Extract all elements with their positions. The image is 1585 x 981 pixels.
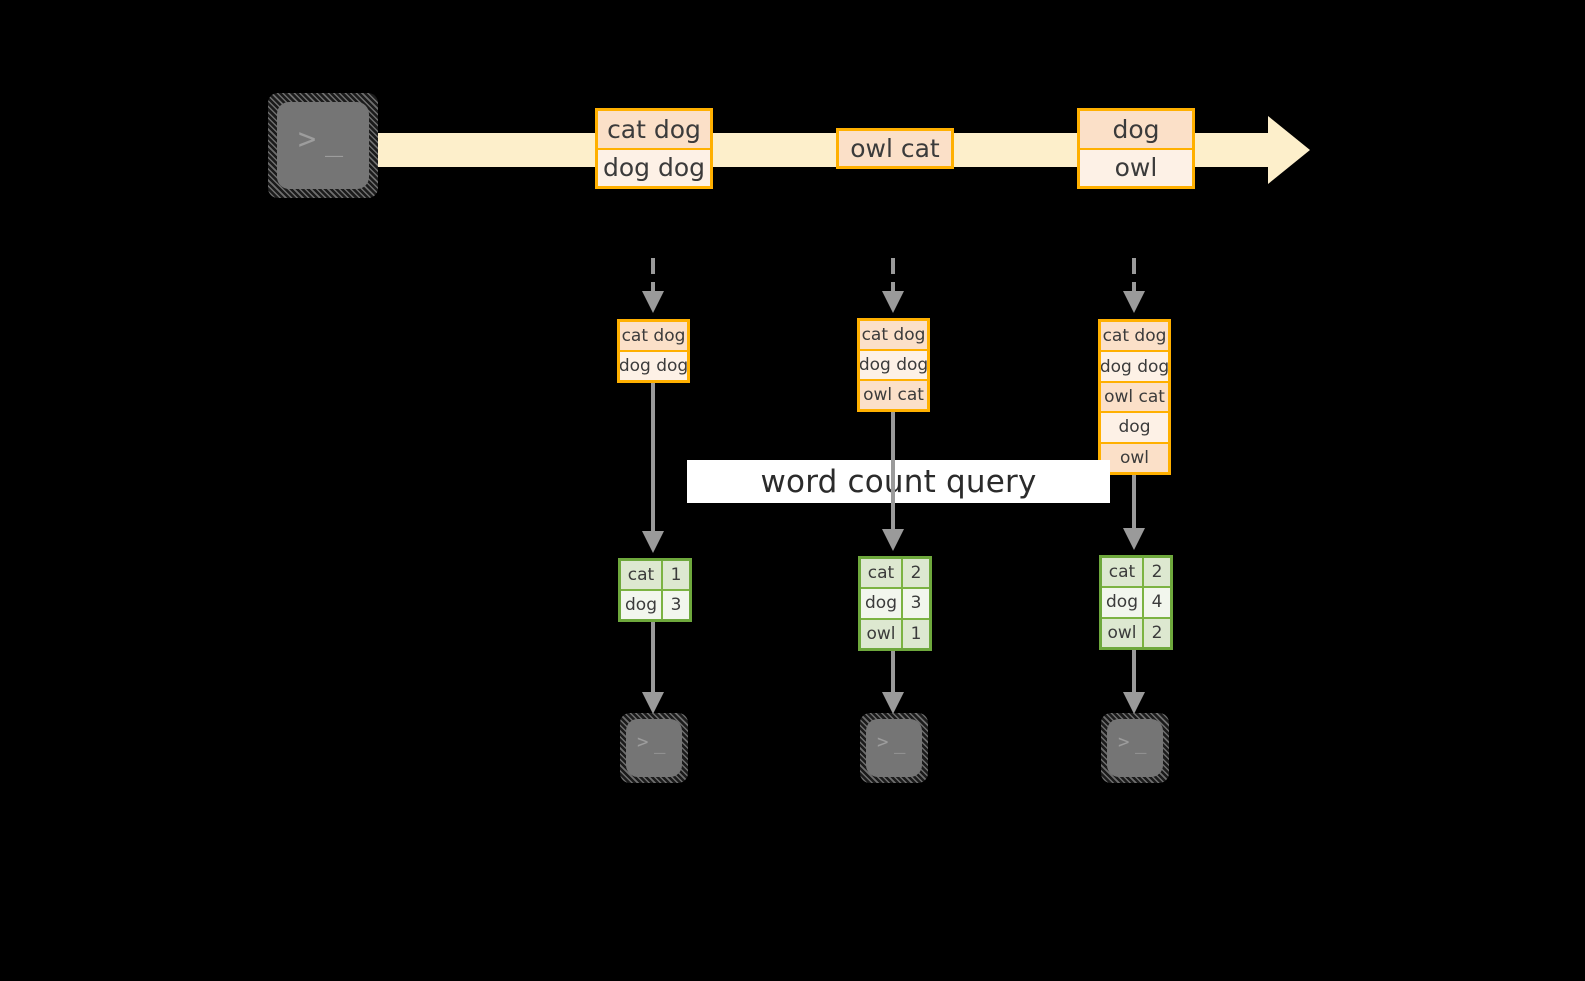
col3-result-table[interactable]: cat 2 dog 4 owl 2 — [1099, 555, 1173, 650]
col1-query-arrowhead — [642, 531, 664, 553]
col2-sink-terminal-icon[interactable]: > _ — [860, 713, 928, 783]
col1-input-box[interactable]: cat dog dog dog — [617, 319, 690, 383]
stream-event-1[interactable]: cat dog dog dog — [595, 108, 713, 189]
terminal-body — [277, 102, 369, 189]
terminal-body — [866, 719, 922, 777]
event-stream-arrowhead — [1268, 116, 1310, 184]
col3-result-row-2: dog 4 — [1102, 586, 1170, 617]
terminal-prompt-glyph: > — [877, 731, 890, 753]
col3-result-count-1: 2 — [1144, 558, 1170, 587]
col2-dashed-arrowhead — [882, 291, 904, 313]
col3-result-count-3: 2 — [1144, 618, 1170, 647]
terminal-prompt-glyph: > — [1118, 731, 1131, 753]
col3-input-line-3: owl cat — [1101, 380, 1168, 412]
col2-result-row-3: owl 1 — [861, 617, 929, 648]
stream-event-3-line-2: owl — [1080, 147, 1192, 186]
col3-input-line-5: owl — [1101, 441, 1168, 472]
col2-result-table[interactable]: cat 2 dog 3 owl 1 — [858, 556, 932, 651]
col1-result-count-2: 3 — [663, 591, 689, 619]
col2-sink-connector — [891, 651, 895, 696]
col3-sink-terminal-icon[interactable]: > _ — [1101, 713, 1169, 783]
col3-dashed-arrowhead — [1123, 291, 1145, 313]
col2-result-word-1: cat — [861, 559, 903, 588]
stream-event-2-line-1: owl cat — [839, 131, 951, 166]
terminal-cursor-glyph: _ — [325, 123, 345, 158]
col3-result-word-1: cat — [1102, 558, 1144, 587]
col1-result-count-1: 1 — [663, 561, 689, 589]
terminal-body — [626, 719, 682, 777]
col3-input-line-4: dog — [1101, 411, 1168, 442]
col3-input-line-2: dog dog — [1101, 350, 1168, 381]
col1-result-row-2: dog 3 — [621, 589, 689, 619]
col2-dashed-connector — [891, 258, 895, 296]
col3-input-box[interactable]: cat dog dog dog owl cat dog owl — [1098, 319, 1171, 475]
stream-event-3[interactable]: dog owl — [1077, 108, 1195, 189]
col3-result-word-2: dog — [1102, 588, 1144, 617]
stream-event-1-line-2: dog dog — [598, 147, 710, 186]
col3-result-row-3: owl 2 — [1102, 616, 1170, 647]
col2-sink-arrowhead — [882, 692, 904, 714]
terminal-cursor-glyph: _ — [894, 732, 907, 754]
col2-result-word-2: dog — [861, 589, 903, 618]
col1-dashed-connector — [651, 258, 655, 296]
col3-result-row-1: cat 2 — [1102, 558, 1170, 587]
col2-query-connector-overlay — [891, 460, 895, 503]
query-label-band: word count query — [687, 460, 1110, 503]
col3-result-word-3: owl — [1102, 618, 1144, 647]
col1-sink-arrowhead — [642, 692, 664, 714]
col1-sink-connector — [651, 622, 655, 696]
col1-dashed-arrowhead — [642, 291, 664, 313]
col3-sink-arrowhead — [1123, 692, 1145, 714]
col2-query-arrowhead — [882, 529, 904, 551]
col3-query-connector — [1132, 475, 1136, 533]
col3-query-arrowhead — [1123, 528, 1145, 550]
col1-sink-terminal-icon[interactable]: > _ — [620, 713, 688, 783]
col2-result-count-2: 3 — [903, 589, 929, 618]
col3-dashed-connector — [1132, 258, 1136, 296]
col2-input-box[interactable]: cat dog dog dog owl cat — [857, 318, 930, 412]
col1-result-row-1: cat 1 — [621, 561, 689, 589]
source-terminal-icon[interactable]: > _ — [268, 93, 378, 198]
terminal-body — [1107, 719, 1163, 777]
terminal-prompt-glyph: > — [637, 731, 650, 753]
query-label-text: word count query — [760, 463, 1037, 500]
col1-input-line-1: cat dog — [620, 322, 687, 350]
col3-input-line-1: cat dog — [1101, 322, 1168, 351]
col2-input-line-3: owl cat — [860, 379, 927, 409]
col1-result-word-1: cat — [621, 561, 663, 589]
stream-event-1-line-1: cat dog — [598, 111, 710, 148]
terminal-cursor-glyph: _ — [1135, 732, 1148, 754]
terminal-prompt-glyph: > — [298, 122, 318, 157]
col1-input-line-2: dog dog — [620, 350, 687, 380]
stream-event-3-line-1: dog — [1080, 111, 1192, 148]
terminal-cursor-glyph: _ — [654, 732, 667, 754]
col1-query-connector — [651, 383, 655, 535]
col2-input-line-2: dog dog — [860, 349, 927, 379]
col2-result-count-1: 2 — [903, 559, 929, 588]
col2-result-row-1: cat 2 — [861, 559, 929, 588]
col3-sink-connector — [1132, 650, 1136, 696]
col2-input-line-1: cat dog — [860, 321, 927, 349]
col3-result-count-2: 4 — [1144, 588, 1170, 617]
col2-result-count-3: 1 — [903, 619, 929, 648]
stream-event-2[interactable]: owl cat — [836, 128, 954, 169]
col2-result-row-2: dog 3 — [861, 587, 929, 618]
col1-result-table[interactable]: cat 1 dog 3 — [618, 558, 692, 622]
col1-result-word-2: dog — [621, 591, 663, 619]
col2-result-word-3: owl — [861, 619, 903, 648]
